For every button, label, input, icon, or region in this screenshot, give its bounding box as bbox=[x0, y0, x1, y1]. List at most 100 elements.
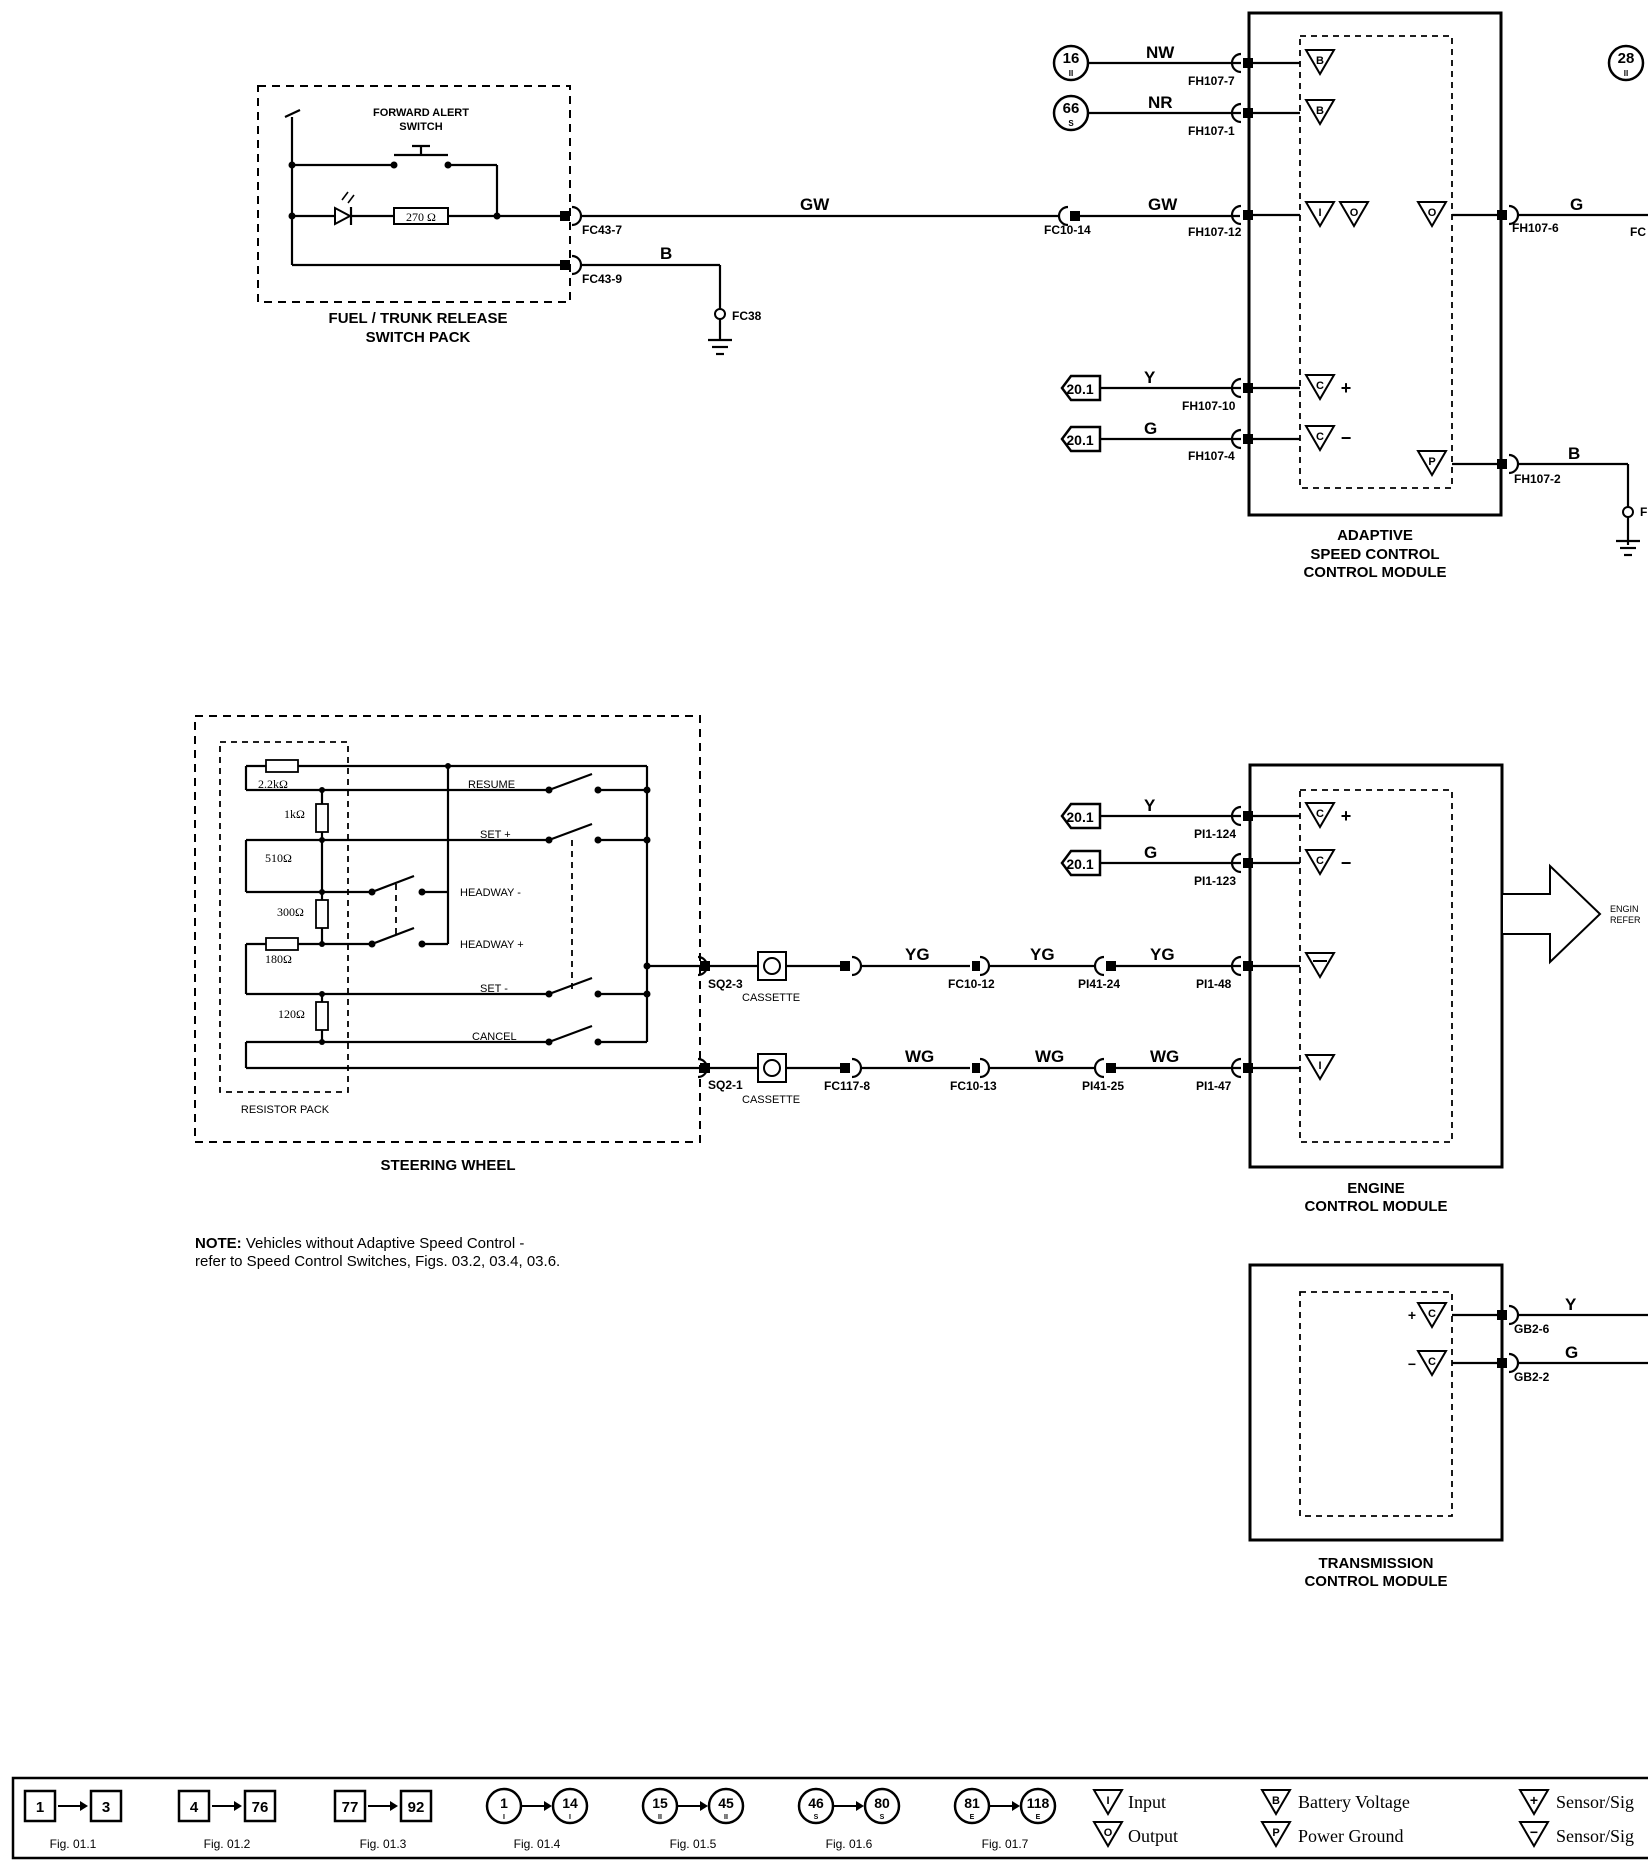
legend-num-to: 118 bbox=[1027, 1795, 1050, 1811]
svg-text:II: II bbox=[1069, 69, 1073, 78]
svg-text:20.1: 20.1 bbox=[1066, 432, 1093, 448]
conn-fc10-12: FC10-12 bbox=[948, 977, 995, 991]
legend-circle-from bbox=[641, 1787, 679, 1825]
svg-text:Output: Output bbox=[1128, 1826, 1178, 1846]
svg-text:CASSETTE: CASSETTE bbox=[742, 1094, 800, 1106]
power-ground-icon bbox=[1260, 1821, 1292, 1848]
svg-text:+: + bbox=[1341, 378, 1352, 398]
legend-fig-label: Fig. 01.5 bbox=[670, 1837, 717, 1851]
arrow-right-icon bbox=[234, 1801, 242, 1811]
connector-sq2-3: SQ2-3 bbox=[697, 955, 743, 991]
svg-text:Battery Voltage: Battery Voltage bbox=[1298, 1792, 1410, 1812]
wire-y-ecm: Y bbox=[1144, 796, 1156, 815]
legend-fig-label: Fig. 01.3 bbox=[360, 1837, 407, 1851]
input-icon bbox=[1092, 1789, 1124, 1816]
ground-fc38-label: FC38 bbox=[732, 309, 762, 323]
legend-sub-from: S bbox=[814, 1814, 819, 1821]
legend-num-from: 15 bbox=[652, 1795, 668, 1811]
svg-text:HEADWAY -: HEADWAY - bbox=[460, 887, 521, 899]
legend-sub-to: S bbox=[880, 1814, 885, 1821]
svg-text:SQ2-1: SQ2-1 bbox=[708, 1078, 743, 1092]
legend-num-from: 46 bbox=[808, 1795, 824, 1811]
svg-text:−: − bbox=[1408, 1356, 1416, 1372]
cassette-lower: CASSETTE bbox=[742, 1053, 800, 1106]
switch-pack-lever bbox=[284, 109, 301, 118]
legend-sub-from: II bbox=[658, 1814, 662, 1821]
pin-fh107-2: FH107-2 bbox=[1514, 472, 1561, 486]
svg-text:P: P bbox=[1428, 456, 1435, 468]
switch-pack-boundary bbox=[257, 85, 571, 303]
tcm-title-2: CONTROL MODULE bbox=[1304, 1573, 1447, 1590]
dest-fc: FC bbox=[1630, 225, 1646, 239]
svg-text:S: S bbox=[1068, 119, 1074, 128]
pin-fh107-10: FH107-10 bbox=[1182, 399, 1236, 413]
switch-headway-plus: HEADWAY + bbox=[368, 926, 524, 951]
asc-title-2: SPEED CONTROL bbox=[1310, 546, 1439, 563]
svg-text:RESUME: RESUME bbox=[468, 779, 515, 791]
steering-wheel-boundary bbox=[194, 715, 701, 1143]
ref-circle-66: 66 S bbox=[1052, 94, 1090, 132]
pin-pi1-123: PI1-123 bbox=[1194, 874, 1236, 888]
arrow-right-icon bbox=[544, 1801, 552, 1811]
conn-fc117-8: FC117-8 bbox=[824, 1079, 870, 1093]
svg-text:+: + bbox=[1408, 1307, 1416, 1323]
pin-gb2-2: GB2-2 bbox=[1514, 1370, 1550, 1384]
pin-pi1-124: PI1-124 bbox=[1194, 827, 1236, 841]
svg-text:B: B bbox=[1316, 105, 1324, 117]
svg-text:+: + bbox=[1530, 1792, 1538, 1808]
legend-circle-from bbox=[953, 1787, 991, 1825]
svg-text:P: P bbox=[1272, 1827, 1279, 1839]
note: NOTE: Vehicles without Adaptive Speed Co… bbox=[195, 1235, 560, 1270]
wire-y-asc: Y bbox=[1144, 368, 1156, 387]
legend-square-from bbox=[23, 1789, 57, 1823]
legend-fig-label: Fig. 01.2 bbox=[204, 1837, 251, 1851]
arrow-right-icon bbox=[80, 1801, 88, 1811]
wire-g-asc: G bbox=[1144, 419, 1157, 438]
signal-minus-icon bbox=[1304, 952, 1336, 979]
switch-resume: RESUME bbox=[468, 772, 647, 794]
resistor-1k: 1kΩ bbox=[284, 807, 305, 821]
legend-box bbox=[11, 1776, 1648, 1860]
legend-circle-from bbox=[485, 1787, 523, 1825]
wire-nr: NR bbox=[1148, 93, 1173, 112]
svg-text:−: − bbox=[1341, 428, 1352, 448]
asc-pins bbox=[1230, 52, 1520, 475]
battery-voltage-icon: B bbox=[1304, 49, 1336, 76]
svg-text:Sensor/Sig: Sensor/Sig bbox=[1556, 1792, 1634, 1812]
wire-g-out: G bbox=[1570, 195, 1583, 214]
resistor-180: 180Ω bbox=[265, 952, 292, 966]
legend-fig-label: Fig. 01.1 bbox=[50, 1837, 97, 1851]
svg-text:Sensor/Sig: Sensor/Sig bbox=[1556, 1826, 1634, 1846]
pin-fc43-9: FC43-9 bbox=[582, 272, 622, 286]
svg-text:O: O bbox=[1104, 1827, 1113, 1839]
resistor-120: 120Ω bbox=[278, 1007, 305, 1021]
legend-sub-to: E bbox=[1036, 1814, 1041, 1821]
wire-yg-3: YG bbox=[1150, 945, 1175, 964]
ref-circle-16: 16 II bbox=[1052, 44, 1090, 82]
legend-square-from bbox=[177, 1789, 211, 1823]
ground-icon bbox=[1616, 539, 1640, 557]
pin-fh107-1: FH107-1 bbox=[1188, 124, 1235, 138]
svg-text:20.1: 20.1 bbox=[1066, 856, 1093, 872]
transmission-control-module: + C − C Y G GB2-6 GB2-2 TRANSMISSION CON… bbox=[1248, 1263, 1648, 1590]
conn-pi41-24: PI41-24 bbox=[1078, 977, 1120, 991]
resistor-ladder: 2.2kΩ 1kΩ 510Ω 300Ω 180Ω bbox=[244, 759, 700, 1070]
led-icon bbox=[334, 206, 353, 226]
ecm-title-1: ENGINE bbox=[1347, 1180, 1405, 1197]
engine-reference-arrow-icon: ENGIN REFER bbox=[1501, 863, 1641, 965]
tcm-box bbox=[1248, 1263, 1504, 1542]
sensor-minus-icon: C − bbox=[1304, 425, 1352, 452]
note-line-2: refer to Speed Control Switches, Figs. 0… bbox=[195, 1253, 560, 1270]
output-icon: O bbox=[1338, 201, 1370, 228]
wire-gw-left: GW bbox=[800, 195, 830, 214]
ref-circle-28: 28 II bbox=[1607, 44, 1645, 82]
wire-y-tcm: Y bbox=[1565, 1295, 1577, 1314]
legend-num-from: 81 bbox=[964, 1795, 980, 1811]
pin-fh107-12: FH107-12 bbox=[1188, 225, 1242, 239]
svg-text:20.1: 20.1 bbox=[1066, 809, 1093, 825]
asc-module: B B I O O C + C − P bbox=[1230, 11, 1520, 581]
svg-text:CANCEL: CANCEL bbox=[472, 1031, 517, 1043]
battery-voltage-icon: B bbox=[1304, 99, 1336, 126]
fuel-trunk-switch-pack: FORWARD ALERT SWITCH 270 Ω FC43-7 FC43-9… bbox=[257, 85, 762, 356]
